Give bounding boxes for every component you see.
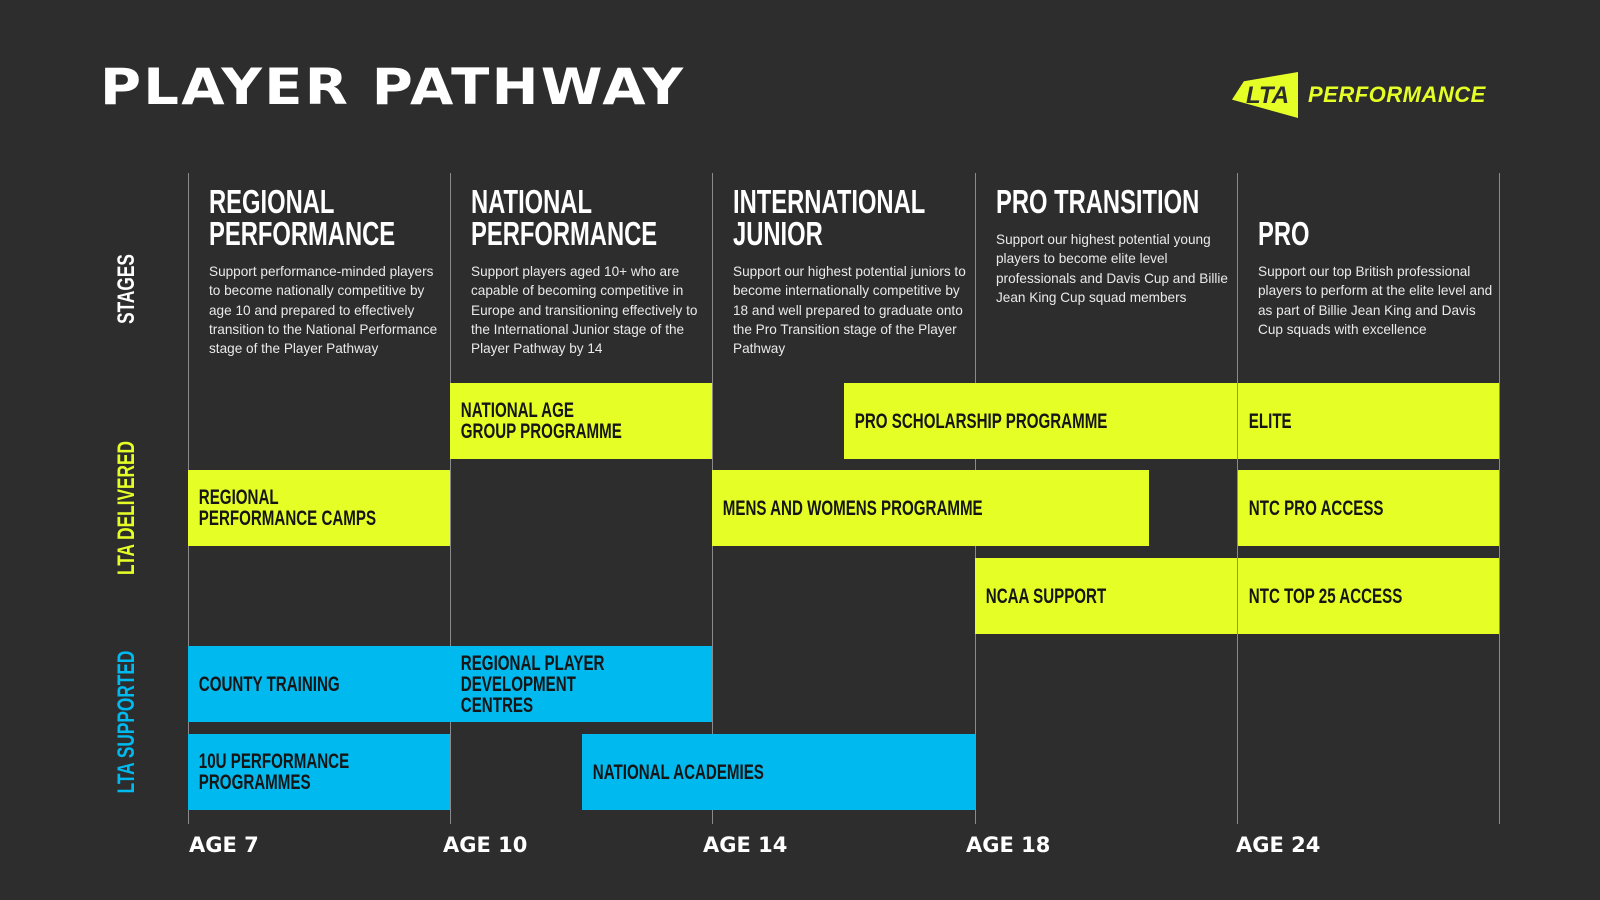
stage-description: Support our highest potential juniors to… <box>733 264 966 357</box>
side-label-supported: LTA SUPPORTED <box>113 650 140 794</box>
grid-line <box>1237 173 1238 824</box>
stage-title: Regional Performance <box>209 183 396 252</box>
stage-national-performance: National Performance Support players age… <box>471 185 709 358</box>
programme-ncaa-support: NCAA SUPPORT <box>975 558 1237 634</box>
stage-international-junior: International Junior Support our highest… <box>733 185 971 358</box>
programme-regional-performance-camps: REGIONAL PERFORMANCE CAMPS <box>188 470 450 546</box>
programme-label: COUNTY TRAINING <box>198 672 340 696</box>
programme-label: REGIONAL PERFORMANCE CAMPS <box>198 486 377 530</box>
programme-label: NTC PRO ACCESS <box>1248 496 1384 520</box>
programme-national-academies: NATIONAL ACADEMIES <box>582 734 975 810</box>
side-label-stages: STAGES <box>113 254 140 324</box>
stage-description: Support players aged 10+ who are capable… <box>471 264 698 357</box>
programme-elite: ELITE <box>1238 383 1499 459</box>
programme-ntc-top-25: NTC TOP 25 ACCESS <box>1238 558 1499 634</box>
age-label: AGE 10 <box>443 833 528 857</box>
programme-label: MENS AND WOMENS PROGRAMME <box>722 496 983 520</box>
programme-label: ELITE <box>1248 409 1292 433</box>
programme-label: NATIONAL AGE GROUP PROGRAMME <box>460 399 622 443</box>
stage-title: Pro <box>1258 215 1310 252</box>
age-label: AGE 24 <box>1236 833 1321 857</box>
programme-mens-womens: MENS AND WOMENS PROGRAMME <box>712 470 1149 546</box>
stage-title: National Performance <box>471 183 658 252</box>
stage-regional-performance: Regional Performance Support performance… <box>209 185 447 358</box>
programme-pro-scholarship: PRO SCHOLARSHIP PROGRAMME <box>844 383 1237 459</box>
programme-regional-player-development: REGIONAL PLAYER DEVELOPMENT CENTRES <box>450 646 712 722</box>
programme-label: NCAA SUPPORT <box>985 584 1107 608</box>
side-label-delivered: LTA DELIVERED <box>113 440 140 576</box>
stage-title: Pro Transition <box>996 183 1200 220</box>
page-title: PLAYER PATHWAY <box>100 58 686 116</box>
programme-label: 10U PERFORMANCE PROGRAMMES <box>198 750 350 794</box>
age-label: AGE 7 <box>189 833 259 857</box>
programme-county-training: COUNTY TRAINING <box>188 646 450 722</box>
age-label: AGE 14 <box>703 833 788 857</box>
stage-title: International Junior <box>733 183 925 252</box>
programme-ntc-pro-access: NTC PRO ACCESS <box>1238 470 1499 546</box>
grid-line <box>450 173 451 824</box>
programme-10u-performance: 10U PERFORMANCE PROGRAMMES <box>188 734 450 810</box>
stage-pro-transition: Pro Transition Support our highest poten… <box>996 185 1234 307</box>
programme-label: PRO SCHOLARSHIP PROGRAMME <box>854 409 1108 433</box>
logo-mark: LTA <box>1246 82 1290 109</box>
stage-description: Support our highest potential young play… <box>996 232 1228 305</box>
age-label: AGE 18 <box>966 833 1051 857</box>
programme-label: NATIONAL ACADEMIES <box>592 760 764 784</box>
grid-line <box>1499 173 1500 824</box>
stage-pro: Pro Support our top British professional… <box>1258 217 1496 339</box>
programme-label: REGIONAL PLAYER DEVELOPMENT CENTRES <box>460 651 605 717</box>
programme-national-age-group: NATIONAL AGE GROUP PROGRAMME <box>450 383 712 459</box>
programme-label: NTC TOP 25 ACCESS <box>1248 584 1403 608</box>
stage-description: Support performance-minded players to be… <box>209 264 438 357</box>
logo-text: PERFORMANCE <box>1308 82 1486 107</box>
lta-performance-logo: LTA PERFORMANCE <box>1232 72 1502 122</box>
stage-description: Support our top British professional pla… <box>1258 264 1493 337</box>
